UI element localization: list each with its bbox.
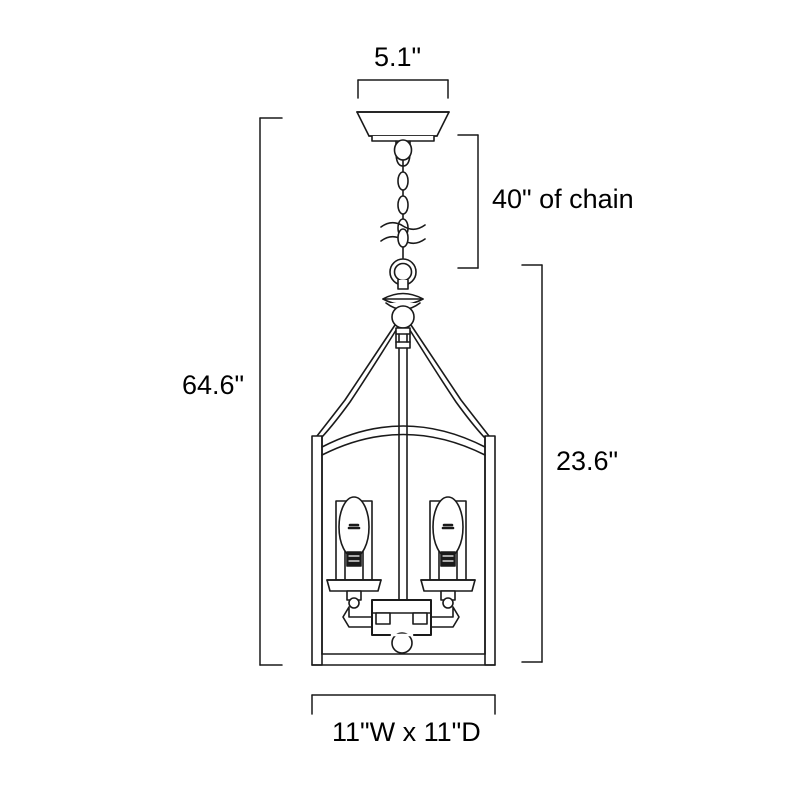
dimension-overall-height — [259, 117, 283, 666]
canopy-hook — [393, 139, 413, 167]
frame-post-left — [311, 435, 323, 666]
dimension-canopy-width — [357, 79, 449, 99]
bobeche-left — [326, 579, 382, 592]
crown-collar — [395, 327, 411, 349]
inner-arch — [321, 425, 486, 456]
dimension-body-height — [521, 264, 543, 663]
center-rod — [398, 347, 408, 601]
frame-post-right — [484, 435, 496, 666]
dimension-label-canopy-width: 5.1" — [374, 42, 422, 72]
ogee-crown — [316, 324, 490, 438]
dimension-label-overall-height: 64.6" — [182, 370, 245, 400]
candle-right — [429, 496, 467, 581]
bobeche-right — [420, 579, 476, 592]
center-hub — [371, 599, 432, 636]
dimension-chain-length — [457, 134, 479, 269]
dimension-label-chain-length: 40" of chain — [492, 184, 634, 214]
suspension-ring — [389, 258, 417, 290]
candle-left — [335, 496, 373, 581]
bottom-ball-finial — [390, 632, 414, 654]
frame-bottom-rail — [311, 435, 496, 666]
dimension-label-body-height: 23.6" — [556, 446, 619, 476]
chain-lower — [397, 228, 409, 259]
dimension-footprint — [311, 694, 496, 715]
dimension-label-footprint: 11"W x 11"D — [332, 717, 481, 747]
canopy — [356, 111, 450, 142]
